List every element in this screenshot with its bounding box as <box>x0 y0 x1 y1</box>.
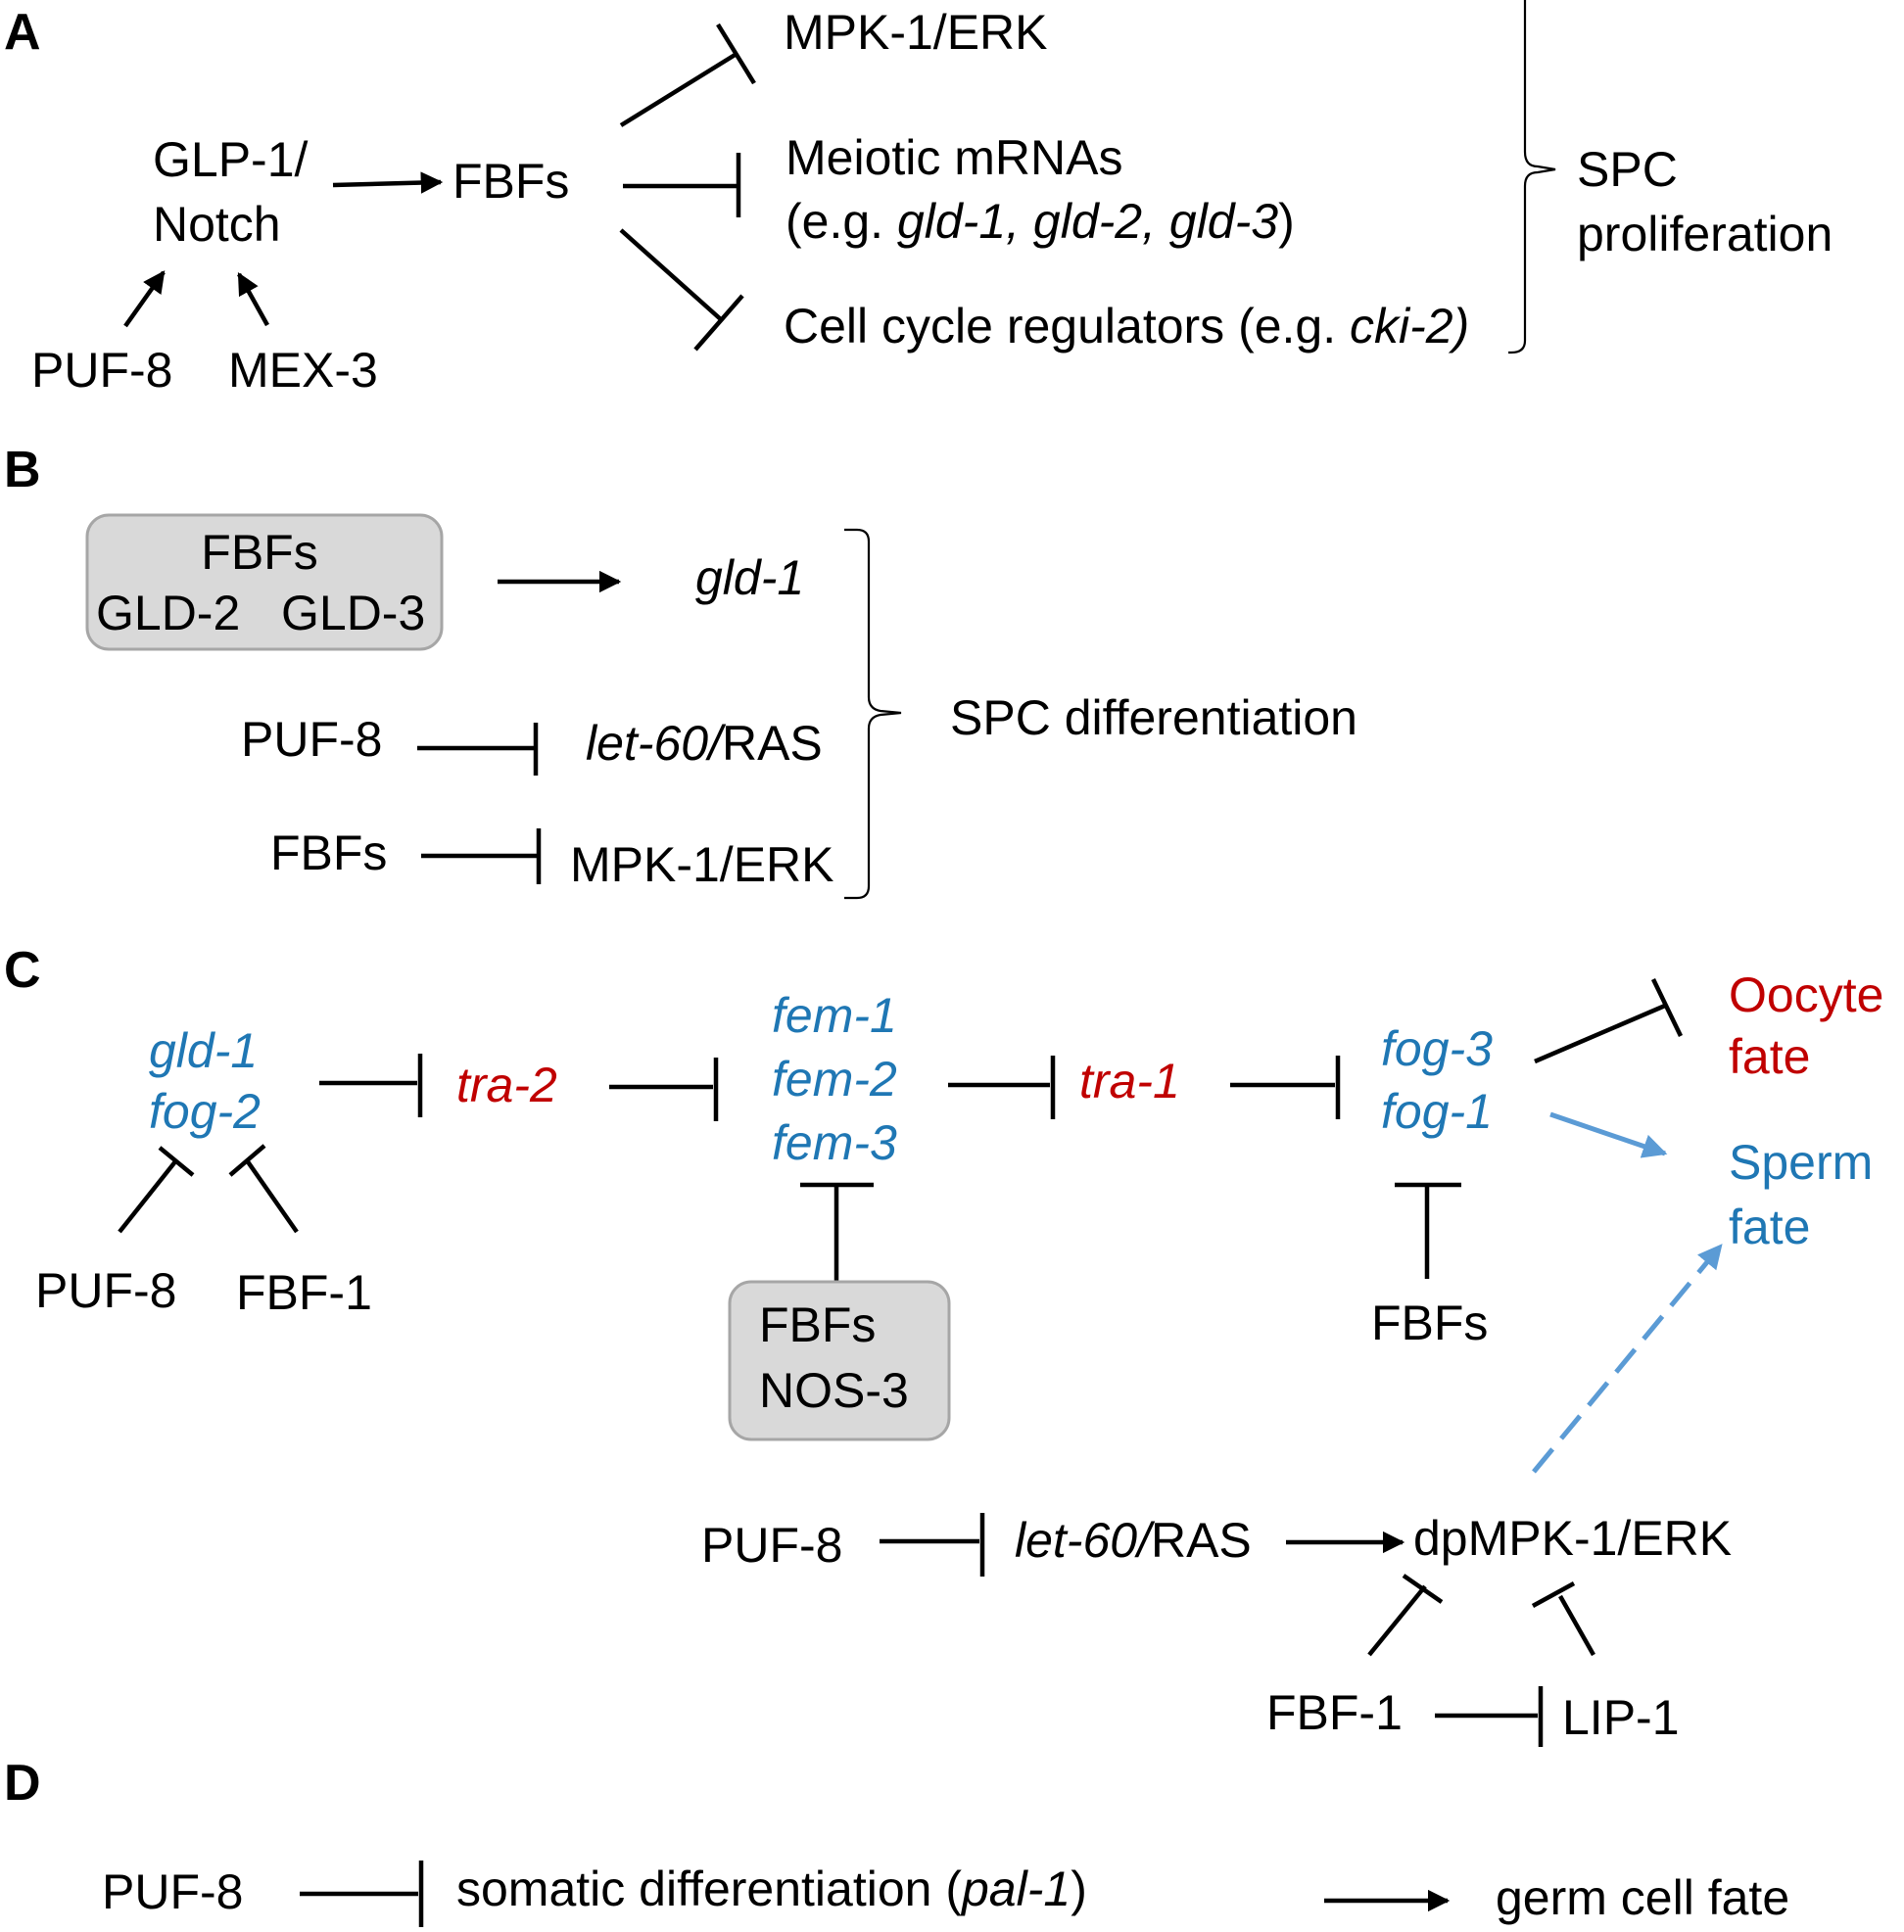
sperm-fate-label: fate <box>1729 1200 1810 1254</box>
meiotic-mrnas-label: Meiotic mRNAs <box>785 130 1122 185</box>
complex-box-fbfs-nos3 <box>728 1280 951 1441</box>
inhibit-fbfs-cellcycle <box>619 228 725 323</box>
let60-ras-label-b: let-60/RAS <box>586 716 823 771</box>
tra2-label: tra-2 <box>456 1058 557 1112</box>
inhibit-puf8-gld1 <box>118 1158 178 1234</box>
let60-ras-label-c: let-60/RAS <box>1015 1513 1252 1568</box>
oocyte-label: Oocyte <box>1729 967 1883 1022</box>
inhibit-bar-puf8-gld1 <box>158 1146 195 1177</box>
inhibit-bar-cellcycle <box>693 294 744 352</box>
tra1-label: tra-1 <box>1079 1054 1180 1108</box>
box-nos3-label: NOS-3 <box>759 1363 909 1418</box>
cell-cycle-label: Cell cycle regulators (e.g. cki-2) <box>784 299 1469 353</box>
puf8-label-c-left: PUF-8 <box>35 1263 176 1318</box>
mex3-label-a: MEX-3 <box>228 343 378 398</box>
box-gld3-label: GLD-3 <box>281 586 425 640</box>
inhibit-bar-lip1-dpmpk1 <box>1531 1581 1576 1608</box>
inhibit-fbf1-fog2 <box>245 1158 299 1234</box>
gld1-label-b: gld-1 <box>695 550 804 605</box>
puf8-label-c-bottom: PUF-8 <box>701 1518 842 1573</box>
brace-a <box>1508 0 1556 354</box>
box-fbfs-label: FBFs <box>201 525 317 580</box>
puf8-label-a: PUF-8 <box>31 343 172 398</box>
oocyte-fate-label: fate <box>1729 1029 1810 1084</box>
notch-label: Notch <box>153 197 281 252</box>
inhibit-bar-mpk1 <box>716 23 756 85</box>
germ-cell-fate-label: germ cell fate <box>1496 1870 1789 1925</box>
inhibit-fbf1-dpmpk1 <box>1367 1584 1427 1657</box>
dashed-arrow-dpmpk1-to-sperm <box>1532 1244 1723 1474</box>
panel-label-c: C <box>4 942 41 999</box>
puf8-label-b: PUF-8 <box>241 712 382 767</box>
mpk1-erk-label: MPK-1/ERK <box>784 5 1048 60</box>
inhibit-bar-oocyte <box>1650 978 1684 1037</box>
sperm-label: Sperm <box>1729 1135 1873 1190</box>
lip1-label: LIP-1 <box>1562 1690 1680 1745</box>
box-gld2-label: GLD-2 <box>96 586 240 640</box>
proliferation-label: proliferation <box>1577 207 1833 261</box>
fem3-label: fem-3 <box>772 1115 897 1170</box>
puf8-label-d: PUF-8 <box>102 1864 243 1919</box>
arrow-fog-to-sperm <box>1549 1111 1668 1158</box>
inhibit-fog-oocyte <box>1534 1003 1666 1064</box>
panel-label-b: B <box>4 442 41 498</box>
somatic-differentiation-label: somatic differentiation (pal-1) <box>456 1861 1087 1916</box>
inhibit-bar-fbf1-dpmpk1 <box>1402 1574 1444 1604</box>
meiotic-examples: (e.g. gld-1, gld-2, gld-3) <box>785 194 1295 249</box>
panel-label-a: A <box>4 4 41 61</box>
fbf1-label-c-left: FBF-1 <box>236 1265 372 1320</box>
fbf1-label-c-bottom: FBF-1 <box>1266 1685 1403 1740</box>
fem2-label: fem-2 <box>772 1052 897 1107</box>
glp1-label: GLP-1/ <box>153 132 309 187</box>
fbfs-label-c-right: FBFs <box>1371 1296 1488 1350</box>
spc-differentiation-label: SPC differentiation <box>950 690 1357 745</box>
dpmpk1-label: dpMPK-1/ERK <box>1413 1511 1732 1566</box>
arrow-notch-to-fbfs <box>332 171 444 194</box>
inhibit-bar-fbf1-fog2 <box>228 1144 266 1177</box>
inhibit-fbfs-mpk1 <box>619 52 738 127</box>
fbfs-label: FBFs <box>452 154 569 209</box>
arrow-mex3-to-glp1 <box>237 272 269 327</box>
panel-label-d: D <box>4 1755 41 1812</box>
fog3-label: fog-3 <box>1381 1021 1493 1076</box>
gld1-label-c: gld-1 <box>149 1023 258 1078</box>
arrow-puf8-to-glp1 <box>123 270 166 328</box>
fog1-label: fog-1 <box>1381 1084 1493 1139</box>
fog2-label-c: fog-2 <box>149 1084 261 1139</box>
fem1-label: fem-1 <box>772 988 897 1043</box>
complex-box-fbfs-gld <box>85 513 444 651</box>
fbfs-label-b: FBFs <box>270 825 387 880</box>
inhibit-lip1-dpmpk1 <box>1558 1594 1595 1657</box>
mpk1-erk-label-b: MPK-1/ERK <box>570 837 834 892</box>
spc-label: SPC <box>1577 142 1678 197</box>
brace-b <box>844 528 902 900</box>
box-fbfs-label-c: FBFs <box>759 1297 876 1352</box>
